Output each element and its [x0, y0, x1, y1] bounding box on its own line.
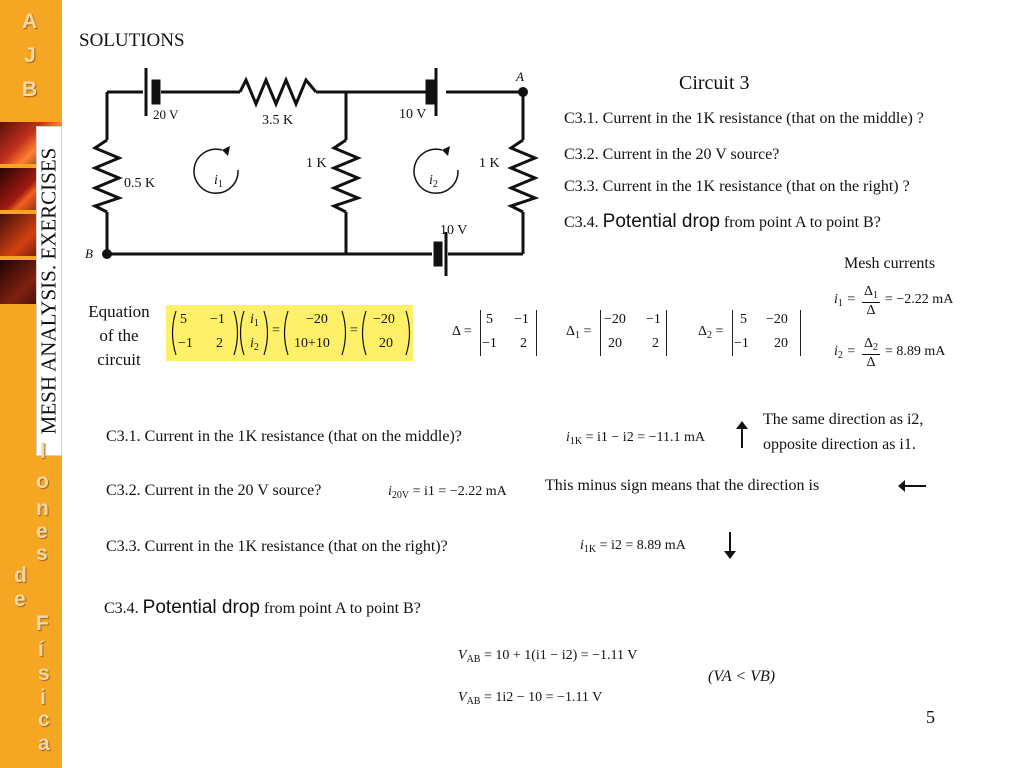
equation-label: Equation of the circuit — [88, 302, 150, 369]
answer-c3-4-question: C3.4. Potential drop from point A to poi… — [104, 597, 421, 618]
sidebar-letter: n — [36, 497, 49, 520]
sidebar-letter: s — [36, 542, 48, 565]
var-i2: i2 — [250, 336, 259, 353]
sidebar-letter: l — [40, 440, 46, 463]
det-cell: −1 — [646, 312, 661, 327]
mesh-currents-title: Mesh currents — [844, 255, 936, 272]
sidebar-letter: J — [24, 44, 36, 67]
delta1-symbol: Δ1 = — [566, 324, 592, 341]
arrow-left-icon — [898, 480, 926, 492]
matrix-cell: 5 — [180, 312, 187, 327]
determinant-delta1: Δ1 = −20 −1 20 2 — [566, 310, 676, 356]
label-0-5k: 0.5 K — [124, 176, 156, 191]
question-c3-1: C3.1. Current in the 1K resistance (that… — [564, 110, 924, 127]
rhs1-cell: 10+10 — [294, 336, 330, 351]
equation-highlight: 5 −1 −1 2 i1 i2 = −20 10+10 = −20 20 — [166, 305, 413, 361]
var-i1: i1 — [250, 312, 259, 329]
det-cell: 5 — [486, 312, 493, 327]
det-cell: −20 — [604, 312, 626, 327]
delta-symbol: Δ = — [452, 324, 472, 339]
equals-sign: = — [272, 323, 280, 338]
det-cell: −20 — [766, 312, 788, 327]
label-point-b: B — [85, 246, 93, 261]
mesh-i2-value: = 8.89 mA — [885, 344, 946, 359]
determinant-delta2: Δ2 = 5 −20 −1 20 — [698, 310, 808, 356]
sidebar-letter: o — [36, 470, 49, 493]
det-cell: −1 — [514, 312, 529, 327]
sidebar-letter: A — [22, 10, 38, 33]
sidebar-letter: e — [14, 588, 26, 611]
answer-c3-1-question: C3.1. Current in the 1K resistance (that… — [106, 428, 462, 445]
delta2-symbol: Δ2 = — [698, 324, 724, 341]
det-bar — [666, 310, 667, 356]
answer-c3-2-note: This minus sign means that the direction… — [545, 477, 820, 494]
rhs2-cell: 20 — [379, 336, 393, 351]
vab-equation-1: VAB = 10 + 1(i1 − i2) = −1.11 V — [458, 648, 638, 665]
answer-c3-1-equation: i1K = i1 − i2 = −11.1 mA — [566, 430, 705, 447]
sidebar-letter: B — [22, 78, 38, 101]
answer-c3-1-note-line1: The same direction as i2, — [763, 411, 924, 428]
rhs1-cell: −20 — [306, 312, 328, 327]
sidebar-letter: e — [36, 520, 48, 543]
determinant-delta: Δ = 5 −1 −1 2 — [452, 310, 542, 356]
label-10v-bottom: 10 V — [440, 223, 468, 238]
matrix-cell: 2 — [216, 336, 223, 351]
mesh-i1-value: = −2.22 mA — [885, 292, 954, 307]
label-3-5k: 3.5 K — [262, 113, 294, 128]
arrow-down-icon — [724, 532, 736, 559]
label-10v-top: 10 V — [399, 107, 427, 122]
vab-comparison: (VA < VB) — [708, 668, 776, 685]
det-cell: 2 — [520, 336, 527, 351]
det-bar — [732, 310, 733, 356]
answer-c3-3-equation: i1K = i2 = 8.89 mA — [580, 538, 686, 555]
sidebar-letter: s — [38, 662, 50, 685]
arrow-up-icon — [736, 421, 748, 448]
sidebar-letter: F — [36, 612, 49, 635]
matrix-cell: −1 — [178, 336, 193, 351]
sidebar-letter: c — [38, 708, 50, 731]
sidebar-letter: í — [38, 638, 44, 661]
sidebar-letter: d — [14, 564, 27, 587]
answer-c3-3-question: C3.3. Current in the 1K resistance (that… — [106, 538, 448, 555]
question-c3-4: C3.4. Potential drop from point A to poi… — [564, 211, 881, 232]
det-cell: 5 — [740, 312, 747, 327]
question-c3-3: C3.3. Current in the 1K resistance (that… — [564, 178, 910, 195]
det-cell: 2 — [652, 336, 659, 351]
vab-equation-2: VAB = 1i2 − 10 = −1.11 V — [458, 690, 603, 707]
label-1k-mid: 1 K — [306, 156, 327, 171]
matrix-cell: −1 — [210, 312, 225, 327]
equation-brackets — [171, 310, 411, 356]
label-1k-right: 1 K — [479, 156, 500, 171]
det-bar — [536, 310, 537, 356]
label-20v: 20 V — [153, 107, 179, 122]
det-cell: 20 — [608, 336, 622, 351]
question-c3-2: C3.2. Current in the 20 V source? — [564, 146, 780, 163]
det-cell: −1 — [482, 336, 497, 351]
det-cell: −1 — [734, 336, 749, 351]
answer-c3-2-question: C3.2. Current in the 20 V source? — [106, 482, 322, 499]
page-title: SOLUTIONS — [79, 30, 185, 51]
label-i1: i1 — [214, 173, 223, 190]
page-number: 5 — [926, 707, 935, 727]
det-cell: 20 — [774, 336, 788, 351]
answer-c3-1-note-line2: opposite direction as i1. — [763, 436, 916, 453]
rhs2-cell: −20 — [373, 312, 395, 327]
circuit-title: Circuit 3 — [679, 72, 750, 94]
det-bar — [480, 310, 481, 356]
sidebar-letter: i — [40, 686, 46, 709]
vertical-title-box — [36, 126, 62, 456]
label-point-a: A — [516, 69, 524, 84]
sidebar-letter: a — [38, 732, 50, 755]
det-bar — [600, 310, 601, 356]
mesh-i1-symbol: i1 = — [834, 292, 856, 309]
mesh-i2-symbol: i2 = — [834, 344, 856, 361]
answer-c3-2-equation: i20V = i1 = −2.22 mA — [388, 484, 507, 501]
label-i2: i2 — [429, 173, 438, 190]
det-bar — [800, 310, 801, 356]
equals-sign: = — [350, 323, 358, 338]
